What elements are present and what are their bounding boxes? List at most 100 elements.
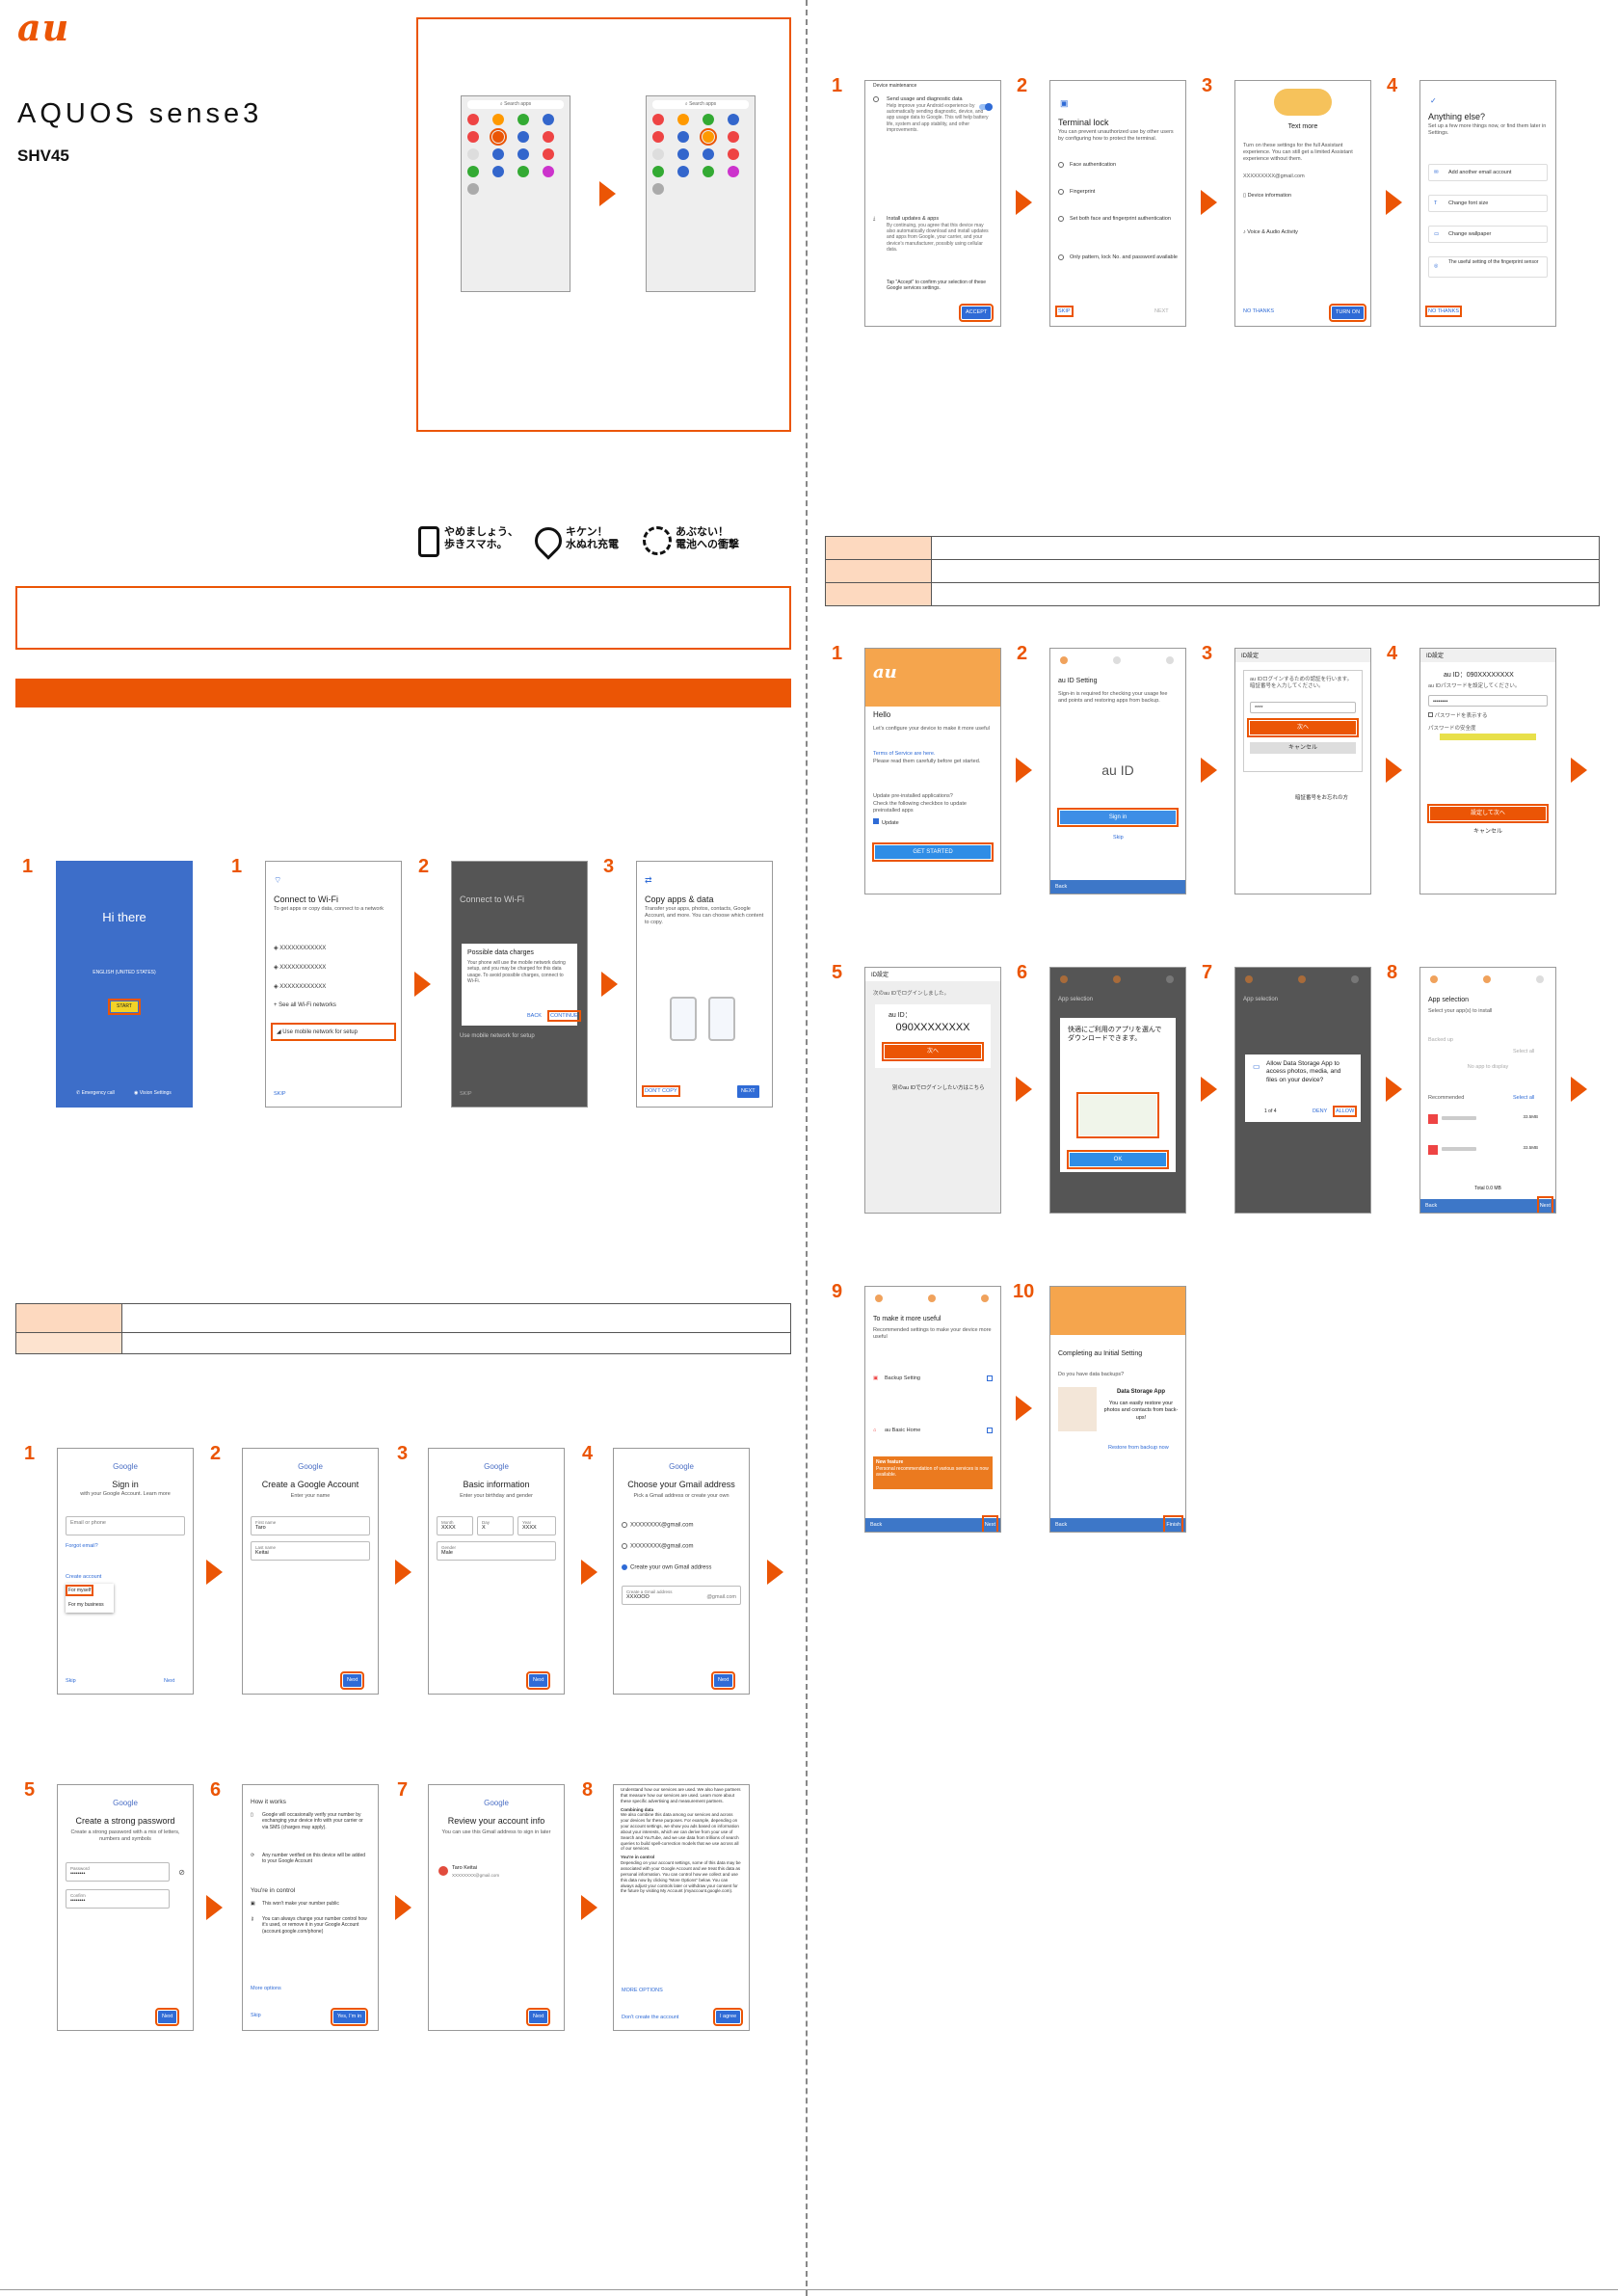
password-field[interactable]: Password••••••••: [66, 1862, 170, 1882]
gmail-option[interactable]: XXXXXXXX@gmail.com: [622, 1543, 741, 1550]
forgot-email[interactable]: Forgot email?: [66, 1543, 98, 1549]
app-row[interactable]: 33.5MB: [1428, 1145, 1548, 1157]
checkbox-icon[interactable]: [987, 1375, 993, 1381]
app-icon[interactable]: [467, 148, 479, 160]
gmail-own-option[interactable]: Create your own Gmail address: [622, 1564, 741, 1571]
app-icon[interactable]: [467, 183, 479, 195]
continue-button[interactable]: CONTINUE: [547, 1010, 581, 1022]
app-icon[interactable]: [652, 183, 664, 195]
app-icon[interactable]: [677, 166, 689, 177]
back-button[interactable]: BACK: [527, 1013, 542, 1019]
see-all-row[interactable]: + See all Wi-Fi networks: [274, 1002, 336, 1008]
setdone-button[interactable]: 設定して次へ: [1427, 804, 1549, 823]
skip-link[interactable]: SKIP: [274, 1091, 286, 1097]
face-option[interactable]: Face authentication: [1058, 162, 1178, 168]
app-icon[interactable]: [492, 166, 504, 177]
search-bar[interactable]: ⌕ Search apps: [652, 100, 749, 109]
next-link[interactable]: Next: [164, 1678, 175, 1684]
app-icon[interactable]: [728, 166, 739, 177]
app-icon[interactable]: [467, 131, 479, 143]
email-field[interactable]: Email or phone: [66, 1516, 185, 1535]
toggle-switch[interactable]: [979, 103, 993, 111]
for-myself-option[interactable]: For myself: [65, 1585, 94, 1596]
no-thanks-link[interactable]: NO THANKS: [1425, 306, 1462, 317]
au-password-field[interactable]: ••••••••: [1428, 695, 1548, 707]
gmail-option[interactable]: XXXXXXXX@gmail.com: [622, 1522, 741, 1529]
wallpaper-row[interactable]: ▭Change wallpaper: [1428, 226, 1548, 243]
confirm-field[interactable]: Confirm••••••••: [66, 1889, 170, 1909]
checkbox-icon[interactable]: [987, 1428, 993, 1433]
skip-link[interactable]: Skip: [1113, 835, 1124, 841]
terms-link[interactable]: Terms of Service are here.: [873, 751, 936, 757]
next-jp-button[interactable]: 次へ: [1247, 718, 1359, 737]
eye-off-icon[interactable]: ⊘: [178, 1868, 185, 1877]
app-icon[interactable]: [728, 148, 739, 160]
device-info-row[interactable]: ▯ Device information: [1243, 193, 1292, 199]
skip-link[interactable]: SKIP: [1055, 306, 1074, 317]
voice-row[interactable]: ♪ Voice & Audio Activity: [1243, 229, 1298, 235]
app-icon[interactable]: [467, 166, 479, 177]
app-icon[interactable]: [517, 131, 529, 143]
app-icon[interactable]: [677, 131, 689, 143]
back-link[interactable]: Back: [1425, 1203, 1438, 1209]
language-select[interactable]: ENGLISH (UNITED STATES): [93, 970, 156, 975]
app-icon[interactable]: [492, 114, 504, 125]
app-row[interactable]: 33.5MB: [1428, 1114, 1548, 1126]
ssid-row[interactable]: ◈ XXXXXXXXXXXX: [274, 965, 327, 971]
next-link[interactable]: NEXT: [1154, 308, 1169, 314]
back-link[interactable]: Back: [1055, 1522, 1068, 1528]
app-icon-highlight[interactable]: [490, 128, 507, 146]
app-icon[interactable]: [703, 114, 714, 125]
fingerprint-row[interactable]: ◎The useful setting of the fingerprint s…: [1428, 256, 1548, 278]
basic-home-row[interactable]: ⌂au Basic Home: [873, 1428, 993, 1433]
app-icon[interactable]: [652, 114, 664, 125]
select-all-link[interactable]: Select all: [1513, 1049, 1535, 1055]
restore-link[interactable]: Restore from backup now: [1108, 1445, 1169, 1451]
app-icon[interactable]: [543, 131, 554, 143]
app-icon[interactable]: [517, 114, 529, 125]
yes-im-in-button[interactable]: Yes, I'm in: [331, 2008, 368, 2026]
app-icon[interactable]: [543, 166, 554, 177]
finger-option[interactable]: Fingerprint: [1058, 189, 1178, 195]
app-icon[interactable]: [652, 148, 664, 160]
show-pw[interactable]: パスワードを表示する: [1428, 712, 1548, 720]
get-started-button[interactable]: GET STARTED: [872, 842, 994, 862]
vision-settings[interactable]: ◉ Vision Settings: [134, 1090, 172, 1096]
app-icon[interactable]: [543, 114, 554, 125]
app-icon[interactable]: [543, 148, 554, 160]
add-email-row[interactable]: ✉Add another email account: [1428, 164, 1548, 181]
app-icon[interactable]: [492, 148, 504, 160]
cancel-jp-button[interactable]: キャンセル: [1430, 826, 1546, 838]
forgot-pin-link[interactable]: 暗証番号をお忘れの方: [1295, 795, 1349, 801]
pattern-option[interactable]: Only pattern, lock No. and password avai…: [1058, 254, 1178, 260]
app-icon[interactable]: [467, 114, 479, 125]
app-icon[interactable]: [652, 131, 664, 143]
ssid-row[interactable]: ◈ XXXXXXXXXXXX: [274, 946, 327, 951]
create-account[interactable]: Create account: [66, 1574, 102, 1580]
back-bar[interactable]: Back: [1050, 880, 1185, 894]
back-link[interactable]: Back: [870, 1522, 883, 1528]
next-jp-button[interactable]: 次へ: [882, 1042, 984, 1061]
app-icon[interactable]: [728, 114, 739, 125]
pin-field[interactable]: ****: [1250, 702, 1356, 713]
next-link[interactable]: Next: [1536, 1196, 1554, 1213]
start-button[interactable]: START: [108, 999, 141, 1015]
dont-create-link[interactable]: Don't create the account: [622, 2015, 679, 2020]
app-icon[interactable]: [677, 148, 689, 160]
app-icon-highlight[interactable]: [700, 128, 717, 146]
turn-on-button[interactable]: TURN ON: [1328, 304, 1367, 322]
other-id-link[interactable]: 別のau IDでログインしたい方はこちら: [892, 1085, 985, 1091]
app-icon[interactable]: [728, 131, 739, 143]
skip-link[interactable]: Skip: [66, 1678, 76, 1684]
next-button[interactable]: Next: [525, 1671, 551, 1690]
agree-button[interactable]: I agree: [712, 2008, 744, 2026]
